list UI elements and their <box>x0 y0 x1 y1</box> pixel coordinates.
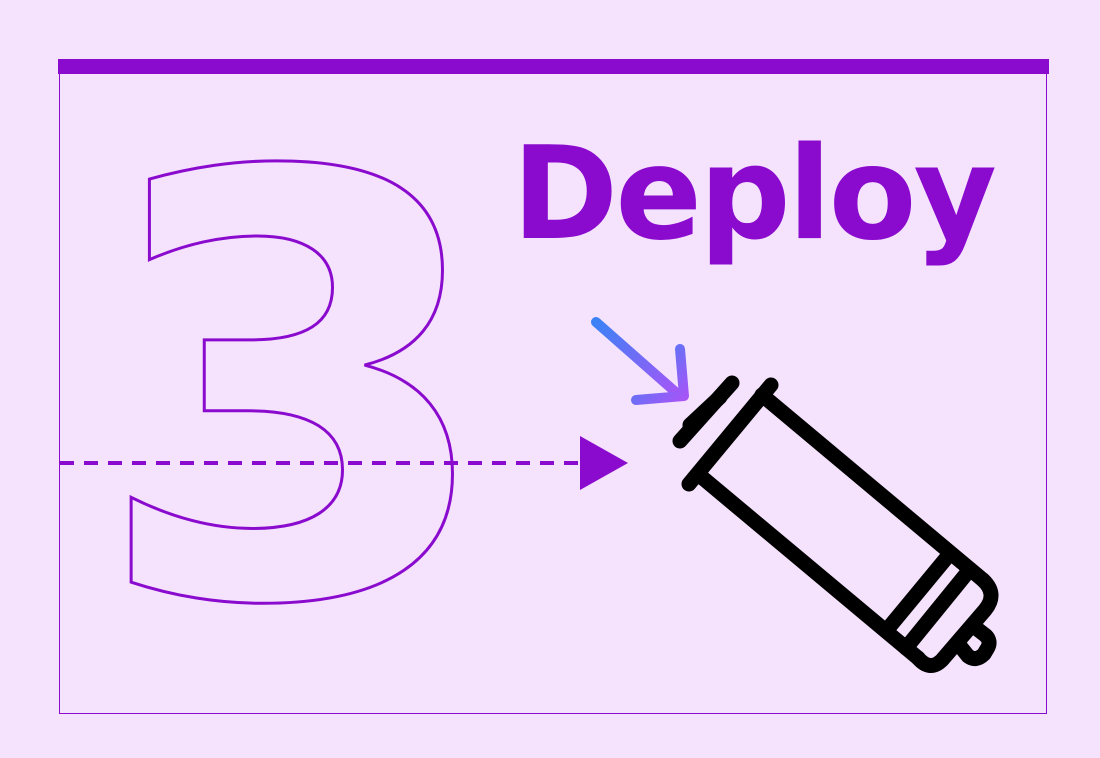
syringe-icon <box>672 375 999 673</box>
step-number: 3 <box>90 52 500 733</box>
flow-arrow-head <box>580 436 628 490</box>
step-title: Deploy <box>512 120 997 269</box>
card-top-bar <box>58 59 1049 74</box>
arrow-down-right-icon <box>591 317 689 405</box>
flow-arrow <box>60 436 628 490</box>
